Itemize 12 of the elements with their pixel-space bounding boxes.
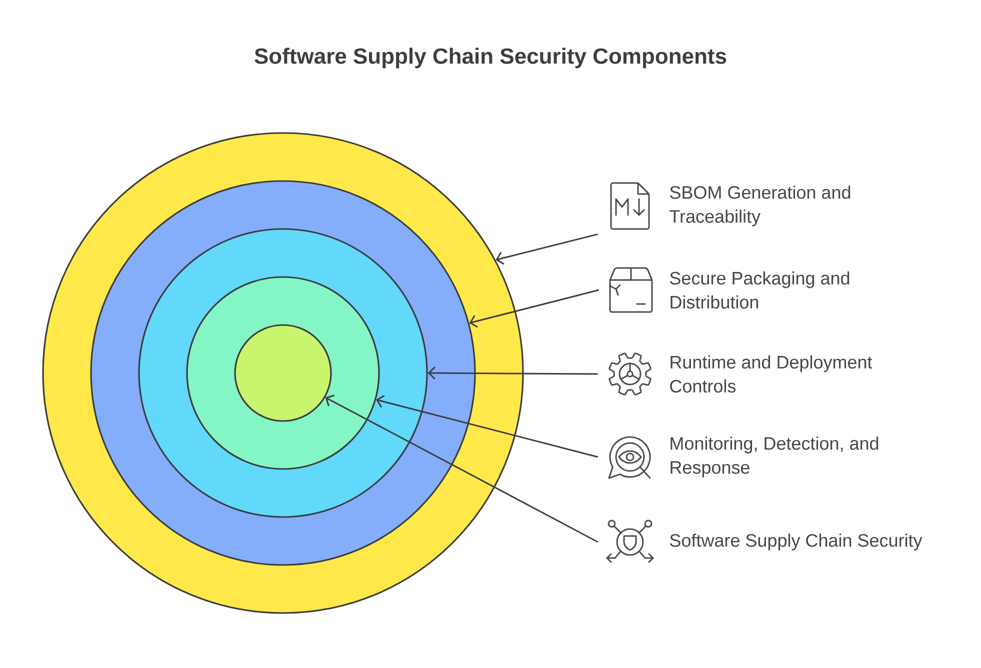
leader-arrow xyxy=(428,366,598,380)
label-text: Secure Packaging and Distribution xyxy=(670,271,850,309)
label-text: Monitoring, Detection, and Response xyxy=(670,436,878,478)
leader-arrow xyxy=(469,289,599,328)
leader-arrow xyxy=(496,233,598,265)
leader-arrow xyxy=(376,394,598,458)
label-text: Runtime and Deployment Controls xyxy=(670,355,872,393)
label-text: SBOM Generation and Traceability xyxy=(670,186,850,226)
title: Software Supply Chain Security Components xyxy=(254,48,726,68)
circle xyxy=(234,324,332,422)
label-text: Software Supply Chain Security xyxy=(670,534,922,550)
leader-arrow xyxy=(325,394,598,543)
